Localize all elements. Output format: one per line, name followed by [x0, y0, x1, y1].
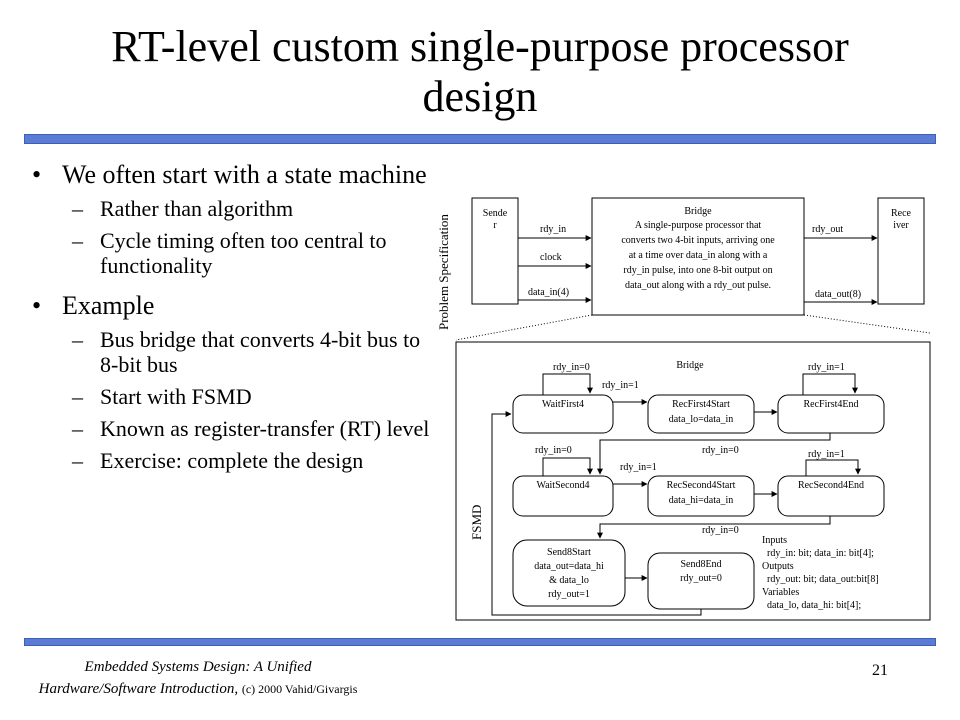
state-wait-first4	[512, 394, 614, 434]
receiver-label-2: iver	[893, 220, 909, 231]
transition-label: rdy_in=1	[808, 362, 845, 373]
state-action: data_hi=data_in	[669, 495, 734, 506]
declaration-line: Variables	[762, 587, 799, 598]
transition-self-recsecond4-end	[805, 459, 861, 476]
state-action: data_lo=data_in	[669, 414, 734, 425]
sub-bullet-item: Rather than algorithm	[30, 196, 440, 221]
problem-spec-label: Problem Specification	[436, 214, 451, 330]
fsmd-title: Bridge	[676, 360, 704, 371]
transition-label: rdy_in=0	[553, 362, 590, 373]
transition-send8end-to-wait-first4	[491, 411, 702, 616]
rdy-in-label: rdy_in	[540, 224, 566, 235]
transition-label: rdy_in=1	[602, 380, 639, 391]
transition-recsecond-end-to-send8	[597, 516, 831, 539]
state-rec-second4-end	[777, 475, 885, 517]
footer-divider-bar	[24, 638, 936, 646]
rdy-out-label: rdy_out	[812, 224, 843, 235]
state-rec-first4-start	[647, 394, 755, 434]
state-rec-second4-start	[647, 475, 755, 517]
bridge-desc-line: at a time over data_in along with a	[629, 250, 768, 261]
sub-bullet-item: Known as register-transfer (RT) level	[30, 416, 440, 441]
bridge-title: Bridge	[684, 206, 712, 217]
footer-book-title: Hardware/Software Introduction,	[38, 681, 239, 697]
state-label: RecSecond4End	[798, 480, 864, 491]
bridge-block	[591, 197, 805, 316]
transition-label: rdy_in=0	[535, 445, 572, 456]
zoom-line-right	[803, 314, 931, 334]
state-rec-first4-end	[777, 394, 885, 434]
bridge-desc-line: data_out along with a rdy_out pulse.	[625, 280, 771, 291]
receiver-block	[877, 197, 925, 305]
title-divider-bar	[24, 134, 936, 144]
state-label: WaitSecond4	[536, 480, 589, 491]
clock-label: clock	[540, 252, 562, 263]
sub-bullet-item: Exercise: complete the design	[30, 448, 440, 473]
slide-title-line-1: RT-level custom single-purpose processor	[111, 22, 849, 71]
state-label: RecFirst4End	[804, 399, 859, 410]
footer-copyright: (c) 2000 Vahid/Givargis	[241, 682, 358, 696]
state-action: & data_lo	[549, 575, 589, 586]
footer-line-2: Hardware/Software Introduction, (c) 2000…	[18, 678, 378, 700]
bridge-desc-line: A single-purpose processor that	[635, 220, 762, 231]
sender-block	[471, 197, 519, 305]
state-label: RecSecond4Start	[667, 480, 736, 491]
state-wait-second4	[512, 475, 614, 517]
state-label: RecFirst4Start	[672, 399, 730, 410]
state-label: WaitFirst4	[542, 399, 584, 410]
declaration-line: Inputs	[762, 535, 787, 546]
data-in-label: data_in(4)	[528, 287, 569, 298]
declaration-line: rdy_out: bit; data_out:bit[8]	[762, 574, 879, 585]
transition-label: rdy_in=1	[808, 449, 845, 460]
slide-title-line-2: design	[422, 72, 538, 121]
sub-bullet-item: Bus bridge that converts 4-bit bus to 8-…	[30, 327, 440, 377]
state-label: Send8End	[680, 559, 721, 570]
footer-citation: Embedded Systems Design: A Unified Hardw…	[18, 656, 378, 700]
bridge-desc-line: rdy_in pulse, into one 8-bit output on	[623, 265, 772, 276]
transition-self-wait-second4	[542, 457, 593, 476]
transition-self-wait-first4	[542, 373, 593, 395]
bullet-item: Example	[30, 291, 440, 321]
bridge-desc-line: converts two 4-bit inputs, arriving one	[621, 235, 775, 246]
zoom-line-left	[455, 314, 593, 341]
sender-label-1: Sende	[483, 208, 508, 219]
footer-line-1: Embedded Systems Design: A Unified	[84, 659, 312, 675]
receiver-label-1: Rece	[891, 208, 912, 219]
transition-self-recfirst4-end	[802, 373, 858, 395]
state-action: data_out=data_hi	[534, 561, 604, 572]
state-action: rdy_out=0	[680, 573, 722, 584]
state-send8-start	[512, 539, 626, 607]
page-number: 21	[872, 662, 888, 679]
declaration-line: data_lo, data_hi: bit[4];	[762, 600, 861, 611]
bullet-list: We often start with a state machine Rath…	[30, 160, 440, 480]
declaration-line: rdy_in: bit; data_in: bit[4];	[762, 548, 874, 559]
transition-label: rdy_in=0	[702, 445, 739, 456]
fsmd-label: FSMD	[469, 505, 484, 540]
transition-label: rdy_in=1	[620, 462, 657, 473]
transition-label: rdy_in=0	[702, 525, 739, 536]
transition-recfirst-end-to-wait-second	[597, 433, 831, 475]
data-out-label: data_out(8)	[815, 289, 861, 300]
state-action: rdy_out=1	[548, 589, 590, 600]
sub-bullet-item: Cycle timing often too central to functi…	[30, 228, 440, 278]
state-label: Send8Start	[547, 547, 591, 558]
slide-title: RT-level custom single-purpose processor…	[40, 22, 920, 122]
bullet-item: We often start with a state machine	[30, 160, 440, 190]
sub-bullet-item: Start with FSMD	[30, 384, 440, 409]
sender-label-2: r	[493, 220, 497, 231]
declaration-line: Outputs	[762, 561, 794, 572]
